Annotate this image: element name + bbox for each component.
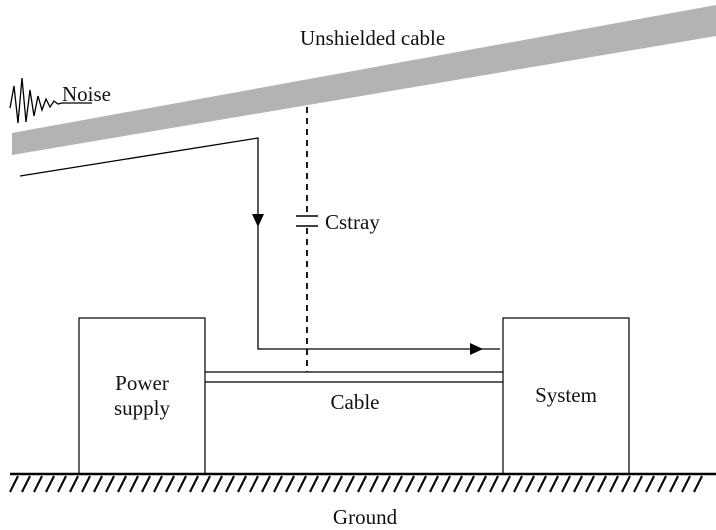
ground-hatch-mark <box>417 475 427 493</box>
ground-hatch-mark <box>21 475 31 493</box>
ground-hatch-mark <box>597 475 607 493</box>
ground-hatch-mark <box>273 475 283 493</box>
ground-hatch-mark <box>141 475 151 493</box>
ground-hatch-mark <box>309 475 319 493</box>
power-supply-label-line2: supply <box>114 396 171 420</box>
ground-hatch-mark <box>681 475 691 493</box>
ground-hatch-mark <box>177 475 187 493</box>
ground-hatch-mark <box>225 475 235 493</box>
ground-hatch-mark <box>45 475 55 493</box>
right-arrowhead-icon <box>470 343 483 355</box>
ground-hatch-mark <box>261 475 271 493</box>
ground-hatch-mark <box>453 475 463 493</box>
ground-hatch-mark <box>237 475 247 493</box>
ground-hatch-mark <box>285 475 295 493</box>
ground-hatch-mark <box>117 475 127 493</box>
unshielded-cable-label: Unshielded cable <box>300 26 445 50</box>
ground-hatch-mark <box>537 475 547 493</box>
ground-hatch-mark <box>393 475 403 493</box>
ground-hatch-mark <box>33 475 43 493</box>
ground-hatch-mark <box>165 475 175 493</box>
down-arrowhead-icon <box>252 214 264 227</box>
cstray-label: Cstray <box>325 210 380 234</box>
noise-label: Noise <box>62 82 111 106</box>
ground-hatch-mark <box>513 475 523 493</box>
ground-hatch-icon <box>9 475 703 493</box>
ground-hatch-mark <box>129 475 139 493</box>
ground-hatch-mark <box>693 475 703 493</box>
power-supply-label-line1: Power <box>115 371 169 395</box>
ground-label: Ground <box>333 505 398 529</box>
ground-hatch-mark <box>477 475 487 493</box>
ground-hatch-mark <box>201 475 211 493</box>
ground-hatch-mark <box>9 475 19 493</box>
noise-waveform-icon <box>9 77 92 124</box>
ground-hatch-mark <box>633 475 643 493</box>
unshielded-cable-band <box>12 5 716 155</box>
ground-hatch-mark <box>189 475 199 493</box>
ground-hatch-mark <box>93 475 103 493</box>
ground-hatch-mark <box>585 475 595 493</box>
ground-hatch-mark <box>213 475 223 493</box>
system-label: System <box>535 383 597 407</box>
ground-hatch-mark <box>669 475 679 493</box>
ground-hatch-mark <box>465 475 475 493</box>
ground-hatch-mark <box>249 475 259 493</box>
ground-hatch-mark <box>369 475 379 493</box>
ground-hatch-mark <box>621 475 631 493</box>
ground-hatch-mark <box>81 475 91 493</box>
ground-hatch-mark <box>573 475 583 493</box>
ground-hatch-mark <box>609 475 619 493</box>
ground-hatch-mark <box>429 475 439 493</box>
ground-hatch-mark <box>105 475 115 493</box>
ground-hatch-mark <box>333 475 343 493</box>
ground-hatch-mark <box>405 475 415 493</box>
ground-hatch-mark <box>525 475 535 493</box>
coupling-path-line <box>19 137 500 350</box>
power-supply-box <box>78 317 206 475</box>
ground-hatch-mark <box>321 475 331 493</box>
ground-hatch-mark <box>357 475 367 493</box>
ground-hatch-mark <box>297 475 307 493</box>
ground-hatch-mark <box>381 475 391 493</box>
ground-hatch-mark <box>645 475 655 493</box>
ground-hatch-mark <box>561 475 571 493</box>
ground-hatch-mark <box>69 475 79 493</box>
ground-hatch-mark <box>153 475 163 493</box>
cable-label: Cable <box>331 390 380 414</box>
ground-hatch-mark <box>501 475 511 493</box>
ground-hatch-mark <box>657 475 667 493</box>
ground-hatch-mark <box>441 475 451 493</box>
ground-hatch-mark <box>549 475 559 493</box>
ground-hatch-mark <box>345 475 355 493</box>
ground-hatch-mark <box>57 475 67 493</box>
ground-hatch-mark <box>489 475 499 493</box>
